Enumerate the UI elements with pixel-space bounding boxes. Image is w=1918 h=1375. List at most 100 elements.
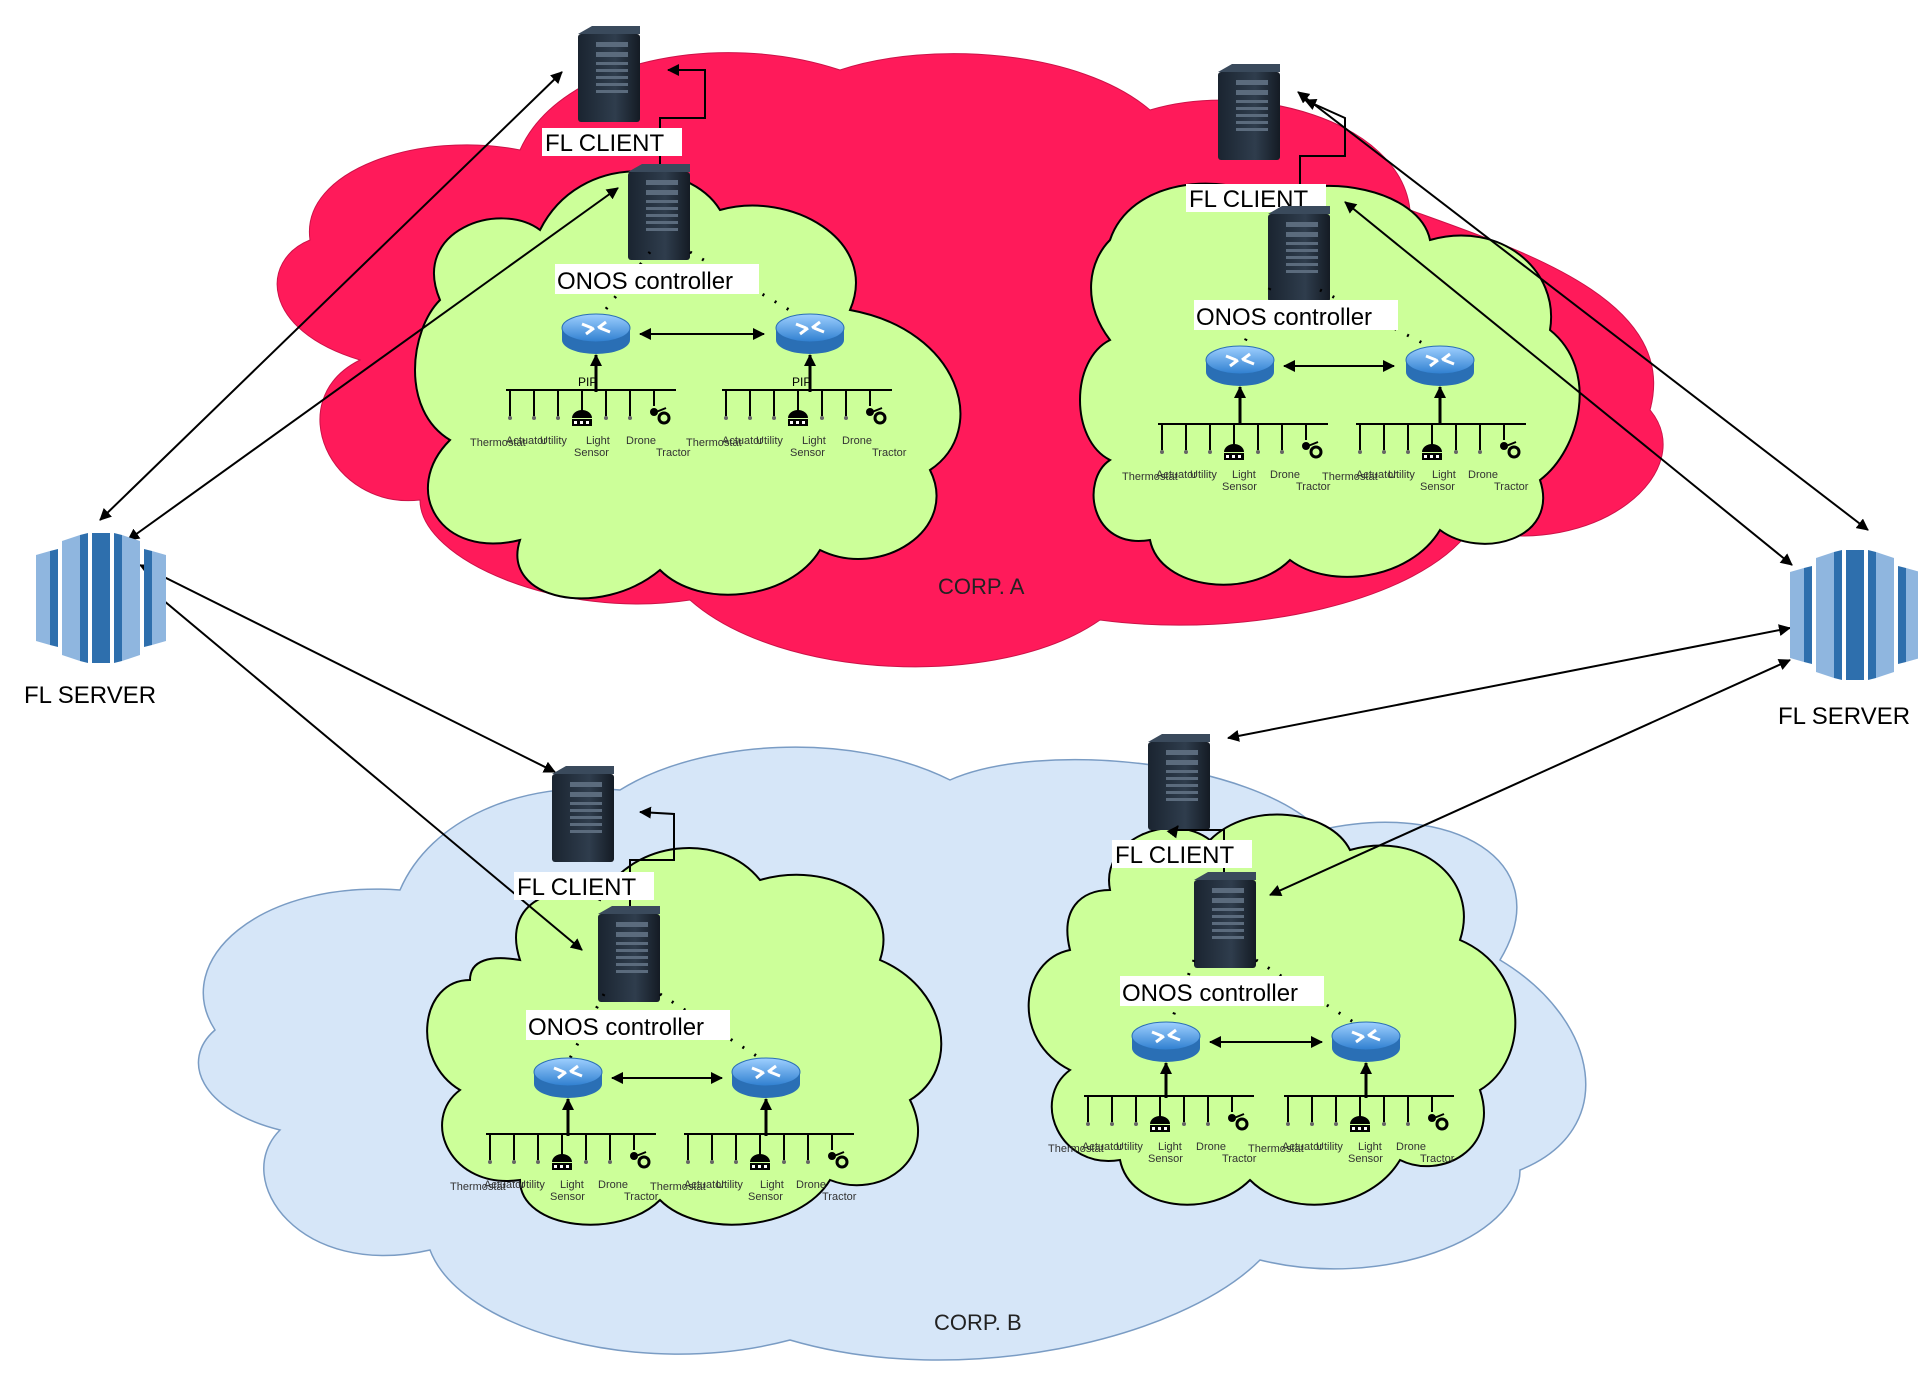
fl-client-server-icon [578, 26, 640, 122]
device-label: Actuator [1082, 1141, 1123, 1153]
device-label: Light [586, 435, 610, 447]
router-icon [1130, 1020, 1202, 1064]
device-label: Sensor [1420, 481, 1455, 493]
device-label: Actuator [506, 435, 547, 447]
fl-client-server-icon [628, 164, 690, 260]
link-server-right-to-client-a2-inner [1344, 201, 1793, 566]
device-label: Utility [1388, 469, 1415, 481]
device-label: Tractor [1494, 481, 1529, 493]
link-server-left-to-client-b1-top [139, 564, 556, 773]
device-label: Light [1158, 1141, 1182, 1153]
fl-client-server-icon [1148, 734, 1210, 830]
fl-client-label: FL CLIENT [1115, 842, 1234, 869]
device-label: Thermostat [1248, 1143, 1304, 1155]
fl-server-right-label: FL SERVER [1778, 703, 1910, 730]
device-label: Tractor [624, 1191, 659, 1203]
pip-label: PIP [578, 375, 597, 389]
router-icon [532, 1056, 604, 1100]
device-label: Drone [1270, 469, 1300, 481]
device-label: Tractor [1296, 481, 1331, 493]
link-server-right-to-client-b2-inner [1269, 659, 1791, 896]
device-label: Tractor [822, 1191, 857, 1203]
device-label: Drone [796, 1179, 826, 1191]
device-label: Thermostat [686, 437, 742, 449]
device-label: Actuator [1356, 469, 1397, 481]
device-label: Thermostat [470, 437, 526, 449]
router-icon [1404, 344, 1476, 388]
link-server-left-to-client-a1-inner [127, 187, 619, 541]
fl-links [99, 71, 1869, 951]
device-label: Tractor [872, 447, 907, 459]
fl-client-label: FL CLIENT [517, 874, 636, 901]
onos-controller-label: ONOS controller [1122, 980, 1298, 1007]
device-label: Drone [598, 1179, 628, 1191]
device-label: Utility [540, 435, 567, 447]
fl-client-server-icon [1268, 206, 1330, 302]
device-label: Thermostat [1322, 471, 1378, 483]
device-label: Sensor [1148, 1153, 1183, 1165]
device-label: Light [560, 1179, 584, 1191]
fl-server-left-label: FL SERVER [24, 682, 156, 709]
cluster-b2: FL CLIENT ONOS controller Thermostat Act… [1048, 734, 1456, 1165]
fl-client-label: FL CLIENT [545, 130, 664, 157]
device-label: Sensor [574, 447, 609, 459]
link-server-right-to-client-b2-top [1227, 624, 1791, 742]
device-label: Thermostat [1048, 1143, 1104, 1155]
device-label: Tractor [656, 447, 691, 459]
device-label: Actuator [1282, 1141, 1323, 1153]
fl-server-right: FL SERVER [1778, 550, 1918, 730]
device-label: Sensor [790, 447, 825, 459]
device-label: Light [1432, 469, 1456, 481]
corp-a-label: CORP. A [938, 574, 1025, 599]
device-label: Sensor [748, 1191, 783, 1203]
device-label: Utility [716, 1179, 743, 1191]
device-label: Drone [626, 435, 656, 447]
fl-client-server-icon [598, 906, 660, 1002]
router-icon [774, 312, 846, 356]
router-icon [560, 312, 632, 356]
device-label: Light [760, 1179, 784, 1191]
device-label: Drone [1196, 1141, 1226, 1153]
device-label: Sensor [1348, 1153, 1383, 1165]
device-label: Sensor [1222, 481, 1257, 493]
cluster-b1: FL CLIENT ONOS controller Thermostat Act… [450, 766, 857, 1203]
fl-client-server-icon [1218, 64, 1280, 160]
onos-controller-label: ONOS controller [1196, 304, 1372, 331]
onos-controller-label: ONOS controller [528, 1014, 704, 1041]
cluster-a1: FL CLIENT ONOS controller PIP PIP Thermo… [470, 26, 907, 459]
corp-b-label: CORP. B [934, 1310, 1022, 1335]
device-label: Actuator [722, 435, 763, 447]
fl-client-server-icon [552, 766, 614, 862]
device-label: Thermostat [1122, 471, 1178, 483]
device-label: Light [1358, 1141, 1382, 1153]
device-label: Drone [1396, 1141, 1426, 1153]
device-label: Actuator [1156, 469, 1197, 481]
link-server-left-to-client-b1-inner [144, 584, 583, 951]
router-icon [1330, 1020, 1402, 1064]
fl-server-left: FL SERVER [24, 533, 166, 709]
device-label: Utility [1316, 1141, 1343, 1153]
device-label: Thermostat [450, 1181, 506, 1193]
device-label: Utility [518, 1179, 545, 1191]
device-label: Light [1232, 469, 1256, 481]
fl-server-icon [36, 533, 166, 663]
onos-controller-label: ONOS controller [557, 268, 733, 295]
device-label: Actuator [684, 1179, 725, 1191]
pip-label: PIP [792, 375, 811, 389]
device-label: Drone [1468, 469, 1498, 481]
fl-client-server-icon [1194, 872, 1256, 968]
device-label: Sensor [550, 1191, 585, 1203]
device-label: Light [802, 435, 826, 447]
device-label: Tractor [1222, 1153, 1257, 1165]
fl-server-icon [1790, 550, 1918, 680]
device-label: Tractor [1420, 1153, 1455, 1165]
device-label: Actuator [484, 1179, 525, 1191]
router-icon [1204, 344, 1276, 388]
device-label: Thermostat [650, 1181, 706, 1193]
device-label: Utility [756, 435, 783, 447]
router-icon [730, 1056, 802, 1100]
device-label: Utility [1190, 469, 1217, 481]
device-label: Utility [1116, 1141, 1143, 1153]
cluster-a2: FL CLIENT ONOS controller Thermostat Act… [1122, 64, 1529, 493]
